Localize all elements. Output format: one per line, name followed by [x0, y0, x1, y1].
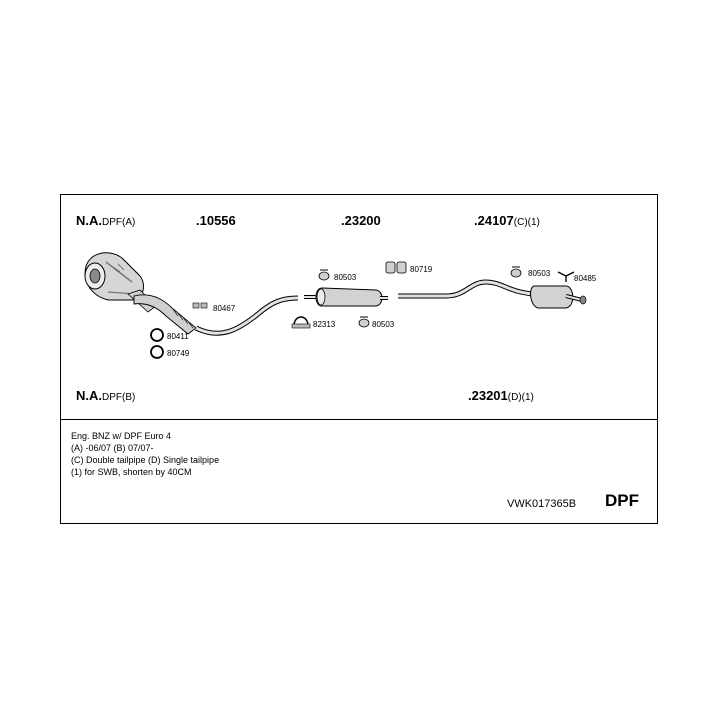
part-label-80503-right: 80503 — [528, 269, 551, 278]
diagram-frame — [60, 194, 658, 524]
header-part-24107: .24107(C)(1) — [474, 213, 540, 229]
header-part-10556: .10556 — [196, 213, 236, 228]
hanger-80503-top — [318, 269, 330, 281]
header-part-23201: .23201(D)(1) — [468, 388, 534, 404]
clamp-80719 — [385, 261, 407, 274]
part-label-80503-top: 80503 — [334, 273, 357, 282]
note-line-4: (1) for SWB, shorten by 40CM — [71, 467, 192, 477]
header-na-b: N.A.DPF(B) — [76, 388, 136, 404]
dpf-converter — [84, 252, 157, 313]
gasket-80411 — [150, 328, 164, 342]
bracket-80485 — [557, 271, 575, 282]
centre-silencer — [304, 287, 388, 307]
header-part-23200: .23200 — [341, 213, 381, 228]
header-na-a: N.A.DPF(A) — [76, 213, 136, 229]
note-line-3: (C) Double tailpipe (D) Single tailpipe — [71, 455, 220, 465]
notes-separator — [60, 419, 658, 420]
part-label-80749: 80749 — [167, 349, 190, 358]
part-label-80503-mid: 80503 — [372, 320, 395, 329]
hanger-80503-right — [510, 266, 522, 278]
flex-pipe — [133, 294, 197, 335]
note-line-1: Eng. BNZ w/ DPF Euro 4 — [71, 431, 172, 441]
clamp-82313 — [291, 316, 311, 329]
part-label-80719: 80719 — [410, 265, 433, 274]
part-label-80485: 80485 — [574, 274, 597, 283]
hanger-80503-mid — [358, 316, 370, 328]
note-line-2: (A) -06/07 (B) 07/07- — [71, 443, 154, 453]
rear-silencer — [530, 285, 587, 309]
part-label-82313: 82313 — [313, 320, 336, 329]
clamp-80467 — [192, 302, 208, 309]
part-label-80411: 80411 — [167, 332, 189, 341]
rear-pipe — [398, 279, 535, 299]
kit-code: VWK017365B — [507, 498, 577, 510]
part-label-80467: 80467 — [213, 304, 236, 313]
gasket-80749 — [150, 345, 164, 359]
front-pipe — [194, 295, 299, 336]
dpf-tag: DPF — [605, 491, 639, 510]
